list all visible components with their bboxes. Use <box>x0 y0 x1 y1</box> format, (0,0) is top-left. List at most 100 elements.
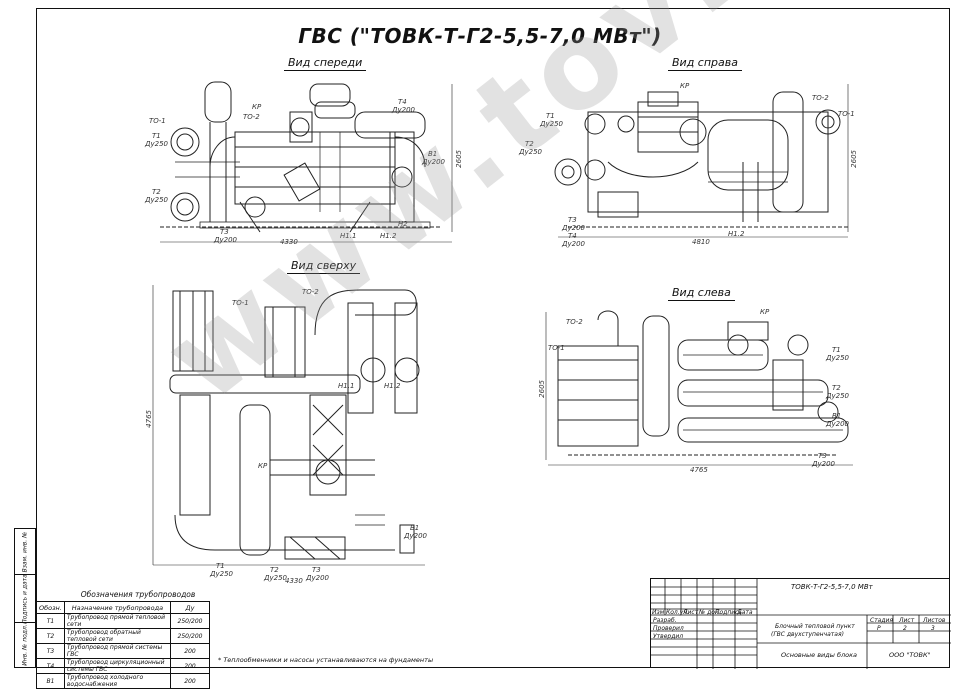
callout-left: Т1 <box>832 346 841 354</box>
foundation-note: * Теплообменники и насосы устанавливаютс… <box>218 656 434 664</box>
right-view-drawing <box>548 72 868 248</box>
table-row: Т1 Трубопровод прямой тепловой сети 250/… <box>36 613 210 629</box>
top-view-drawing <box>145 275 435 575</box>
table-row: В1 Трубопровод холодного водоснабжения 2… <box>36 673 210 689</box>
callout-right: ТО-1 <box>838 110 855 118</box>
callout-front: Ду200 <box>422 158 445 166</box>
callout-front: Т1 <box>152 132 161 140</box>
callout-front: Н2 <box>398 220 408 228</box>
callout-front: Т3 <box>220 228 229 236</box>
callout-front: Ду200 <box>214 236 237 244</box>
callout-top: Т1 <box>216 562 225 570</box>
title-block: ТОВК-Т-Г2-5,5-7,0 МВт Изм Кол.уч. Лист №… <box>650 578 951 669</box>
callout-top: КР <box>258 462 268 470</box>
strip-cell-inv: Инв. № подл. <box>21 624 29 666</box>
tb-col: Лист <box>683 609 699 616</box>
sheet-frame <box>36 8 950 668</box>
callout-right: Т3 <box>568 216 577 224</box>
callout-front: КР <box>252 103 262 111</box>
callout-top: Т2 <box>270 566 279 574</box>
legend-purpose: Трубопровод холодного водоснабжения <box>63 673 172 689</box>
tb-object-line1: Блочный тепловой пункт <box>775 623 855 630</box>
legend-dn: 200 <box>170 673 210 689</box>
tb-col: Подпись <box>715 609 742 616</box>
callout-front: Т4 <box>398 98 407 106</box>
view-label-left: Вид слева <box>668 286 735 301</box>
callout-front: Н1.2 <box>380 232 397 240</box>
callout-right: ТО-2 <box>812 94 829 102</box>
callout-front: В1 <box>428 150 438 158</box>
callout-top: Н1.2 <box>384 382 401 390</box>
callout-front: Ду250 <box>145 140 168 148</box>
legend-code: Т3 <box>36 643 65 659</box>
tb-stage-label: Стадия <box>870 617 894 624</box>
table-row: Т4 Трубопровод циркуляционный системы ГВ… <box>36 658 210 674</box>
strip-cell-replace: Взам. инв. № <box>15 529 35 575</box>
dim-left-width: 4765 <box>690 466 708 474</box>
tb-col: № док. <box>699 609 721 616</box>
table-row: Т2 Трубопровод обратный тепловой сети 25… <box>36 628 210 644</box>
legend-header: Ду <box>170 601 210 614</box>
callout-right: Ду200 <box>562 240 585 248</box>
legend-header-row: Обозн. Назначение трубопровода Ду <box>36 601 210 614</box>
legend-code: Т1 <box>36 613 65 629</box>
callout-left: ТО-1 <box>548 344 565 352</box>
legend-header: Назначение трубопровода <box>63 601 172 614</box>
table-row: Т3 Трубопровод прямой системы ГВС 200 <box>36 643 210 659</box>
title-block-grid <box>651 579 951 669</box>
tb-role: Разраб. <box>653 617 677 624</box>
callout-front: Н1.1 <box>340 232 357 240</box>
callout-left: Ду250 <box>826 392 849 400</box>
callout-right: Т2 <box>525 140 534 148</box>
tb-object-line2: (ГВС двухступенчатая) <box>771 631 844 638</box>
callout-front: Ду200 <box>392 106 415 114</box>
legend-code: Т4 <box>36 658 65 674</box>
strip-cell-sign: Подпись и дата <box>15 574 35 623</box>
dim-left-height: 2605 <box>538 380 546 398</box>
callout-front: ТО-2 <box>243 113 260 121</box>
tb-stage: Р <box>877 625 881 632</box>
callout-right: Ду250 <box>540 120 563 128</box>
dim-front-height: 2605 <box>455 150 463 168</box>
callout-top: Н1.1 <box>338 382 355 390</box>
callout-left: Т3 <box>818 452 827 460</box>
dim-front-width: 4330 <box>280 238 298 246</box>
legend-dn: 200 <box>170 643 210 659</box>
callout-front: Т2 <box>152 188 161 196</box>
callout-right: Т4 <box>568 232 577 240</box>
callout-left: В1 <box>832 412 842 420</box>
tb-sheets-label: Листов <box>923 617 946 624</box>
dim-right-height: 2605 <box>850 150 858 168</box>
legend-purpose: Трубопровод прямой тепловой сети <box>63 613 172 629</box>
callout-left: Ду200 <box>826 420 849 428</box>
callout-right: КР <box>680 82 690 90</box>
view-label-right: Вид справа <box>668 56 742 71</box>
callout-top: Ду250 <box>210 570 233 578</box>
legend-dn: 200 <box>170 658 210 674</box>
tb-sheets: 3 <box>931 625 935 632</box>
legend-dn: 250/200 <box>170 628 210 644</box>
front-view-drawing <box>140 72 470 248</box>
callout-front: Ду250 <box>145 196 168 204</box>
tb-col: Дата <box>737 609 753 616</box>
tb-role: Утвердил <box>653 633 684 640</box>
callout-right: Ду200 <box>562 224 585 232</box>
callout-top: Ду200 <box>306 574 329 582</box>
callout-left: Ду200 <box>812 460 835 468</box>
tb-doc-title: Основные виды блока <box>781 651 857 659</box>
legend-purpose: Трубопровод обратный тепловой сети <box>63 628 172 644</box>
tb-code: ТОВК-Т-Г2-5,5-7,0 МВт <box>791 583 873 591</box>
view-label-top: Вид сверху <box>287 259 361 274</box>
view-label-front: Вид спереди <box>284 56 367 71</box>
legend-dn: 250/200 <box>170 613 210 629</box>
legend-purpose: Трубопровод прямой системы ГВС <box>63 643 172 659</box>
legend-code: Т2 <box>36 628 65 644</box>
dim-right-width: 4810 <box>692 238 710 246</box>
pipeline-legend: Обозначения трубопроводов Обозн. Назначе… <box>36 588 210 689</box>
side-stamp-strip: Взам. инв. № Подпись и дата Инв. № подл. <box>14 528 36 668</box>
callout-left: КР <box>760 308 770 316</box>
legend-header: Обозн. <box>36 601 65 614</box>
callout-top: Ду200 <box>404 532 427 540</box>
callout-top: ТО-2 <box>302 288 319 296</box>
